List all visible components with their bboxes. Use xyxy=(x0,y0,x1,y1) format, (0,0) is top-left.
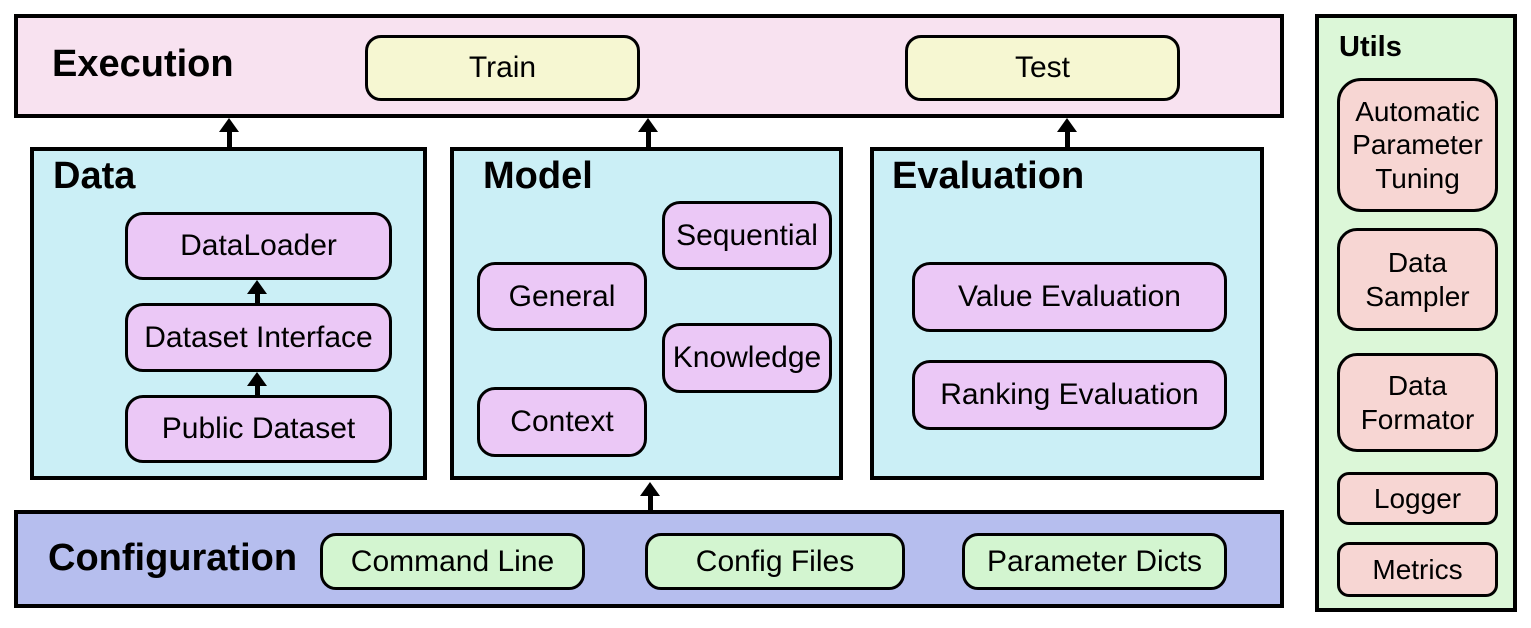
logger-box: Logger xyxy=(1337,472,1498,525)
data-sampler-box: Data Sampler xyxy=(1337,228,1498,331)
arrow-head-icon xyxy=(247,280,267,294)
arrow-stem xyxy=(254,294,260,303)
sequential-box: Sequential xyxy=(662,201,832,270)
metrics-box: Metrics xyxy=(1337,542,1498,597)
arrow-head-icon xyxy=(1057,118,1077,132)
arrow-head-icon xyxy=(247,372,267,386)
arrow-public-dataset-to-dataset-interface xyxy=(246,372,268,395)
arrow-data-to-execution xyxy=(218,118,240,147)
test-box: Test xyxy=(905,35,1180,101)
knowledge-box: Knowledge xyxy=(662,323,832,393)
arrow-dataset-interface-to-dataloader xyxy=(246,280,268,303)
public-dataset-box: Public Dataset xyxy=(125,395,392,463)
arrow-evaluation-to-execution xyxy=(1056,118,1078,147)
config-files-box: Config Files xyxy=(645,533,905,590)
arrow-stem xyxy=(645,132,651,147)
ranking-evaluation-box: Ranking Evaluation xyxy=(912,360,1227,430)
evaluation-title: Evaluation xyxy=(892,155,1085,197)
arrow-stem xyxy=(647,496,653,510)
arrow-head-icon xyxy=(219,118,239,132)
automatic-parameter-tuning-box: Automatic Parameter Tuning xyxy=(1337,78,1498,212)
general-box: General xyxy=(477,262,647,331)
arrow-head-icon xyxy=(640,482,660,496)
arrow-stem xyxy=(1064,132,1070,147)
configuration-title: Configuration xyxy=(48,537,298,579)
command-line-box: Command Line xyxy=(320,533,585,590)
data-formator-box: Data Formator xyxy=(1337,353,1498,452)
parameter-dicts-box: Parameter Dicts xyxy=(962,533,1227,590)
dataset-interface-box: Dataset Interface xyxy=(125,303,392,372)
train-box: Train xyxy=(365,35,640,101)
arrow-model-to-execution xyxy=(637,118,659,147)
dataloader-box: DataLoader xyxy=(125,212,392,280)
context-box: Context xyxy=(477,387,647,457)
value-evaluation-box: Value Evaluation xyxy=(912,262,1227,332)
arrow-configuration-to-model xyxy=(639,482,661,510)
arrow-head-icon xyxy=(638,118,658,132)
arrow-stem xyxy=(226,132,232,147)
data-title: Data xyxy=(53,155,136,197)
utils-title: Utils xyxy=(1339,31,1402,63)
model-title: Model xyxy=(483,155,593,197)
execution-title: Execution xyxy=(52,43,234,85)
arrow-stem xyxy=(254,386,260,395)
